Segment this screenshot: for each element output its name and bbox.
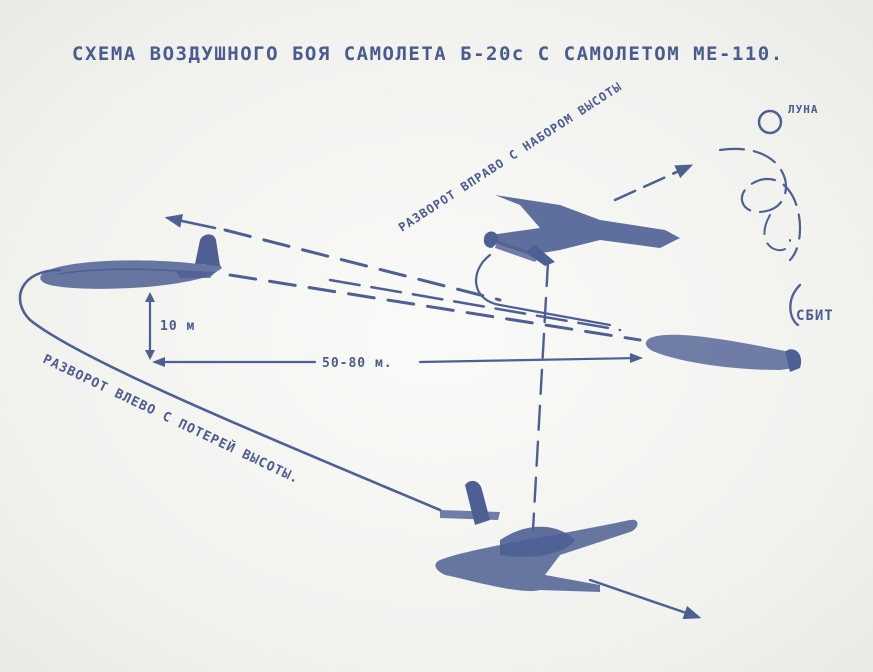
turn-left-label: РАЗВОРОТ ВЛЕВО С ПОТЕРЕЙ ВЫСОТЫ. xyxy=(40,351,302,487)
approach-curve xyxy=(475,253,612,327)
shot-down-arc xyxy=(789,283,802,327)
climb-arrow xyxy=(613,164,694,202)
left-turn-path xyxy=(18,268,442,512)
plane-b20-lower xyxy=(435,480,638,592)
distance-label: 50-80 м. xyxy=(322,356,393,371)
diagram-title: СХЕМА ВОЗДУШНОГО БОЯ САМОЛЕТА Б-20с С СА… xyxy=(72,43,784,65)
spiral-path xyxy=(718,147,802,262)
height-label: 10 м xyxy=(160,319,195,334)
distance-line-right xyxy=(418,356,642,364)
shot-down-label: СБИТ xyxy=(796,308,834,324)
left-arrow xyxy=(164,214,217,230)
plane-me110-shot-down xyxy=(645,334,802,372)
dive-arrow xyxy=(588,578,702,620)
fire-line-2 xyxy=(228,273,642,342)
vertical-dash xyxy=(531,260,550,532)
plane-me110-climb xyxy=(483,195,680,266)
moon-symbol xyxy=(757,109,783,135)
moon-label: ЛУНА xyxy=(788,103,819,116)
fire-line-1 xyxy=(223,228,502,302)
plane-b20 xyxy=(40,234,222,289)
turn-right-label: РАЗВОРОТ ВПРАВО С НАБОРОМ ВЫСОТЫ xyxy=(396,79,624,234)
fire-line-3 xyxy=(328,278,622,332)
